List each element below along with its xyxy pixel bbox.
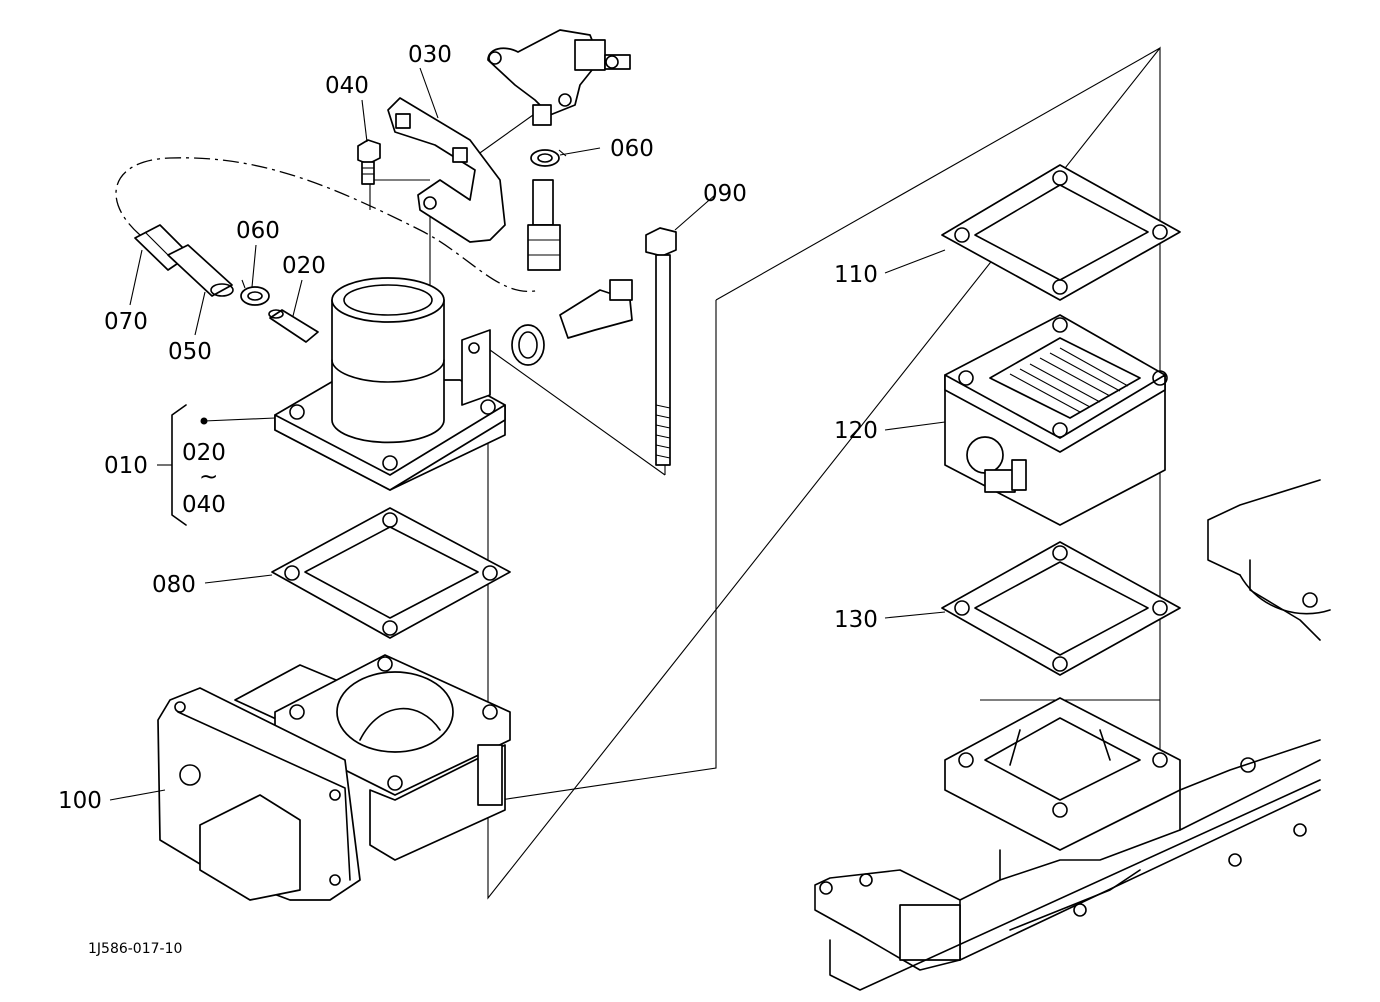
- throttle-body-010[interactable]: [274, 277, 506, 491]
- drawing-code: 1J586-017-10: [88, 941, 182, 957]
- label-040-group: 040: [182, 492, 226, 518]
- label-020-group: 020: [182, 440, 226, 466]
- wire-route-line: [115, 157, 541, 293]
- label-060-right: 060: [610, 136, 654, 162]
- pipe-020[interactable]: [268, 309, 319, 343]
- hose-050[interactable]: [167, 244, 234, 297]
- clamp-060-lower[interactable]: [240, 279, 270, 306]
- label-070: 070: [104, 309, 148, 335]
- gasket-080[interactable]: [271, 507, 511, 639]
- intake-manifold: [814, 479, 1331, 991]
- sensor-connector[interactable]: [487, 29, 631, 271]
- label-090: 090: [703, 181, 747, 207]
- bracket-030[interactable]: [387, 97, 506, 243]
- label-100: 100: [58, 788, 102, 814]
- label-010: 010: [104, 453, 148, 479]
- intake-heater-120[interactable]: [944, 314, 1168, 526]
- label-030: 030: [408, 42, 452, 68]
- gasket-110[interactable]: [941, 164, 1181, 301]
- label-080: 080: [152, 572, 196, 598]
- throttle-actuator-100[interactable]: [157, 654, 511, 901]
- label-020-top: 020: [282, 253, 326, 279]
- label-120: 120: [834, 418, 878, 444]
- label-060-left: 060: [236, 218, 280, 244]
- label-040-top: 040: [325, 73, 369, 99]
- label-130: 130: [834, 607, 878, 633]
- long-bolt-090[interactable]: [645, 227, 677, 466]
- part-labels: 030 040 060 090 060 020 070 050 020 ~ 01…: [58, 42, 878, 957]
- temperature-sensor[interactable]: [559, 279, 633, 339]
- bolt-040[interactable]: [357, 139, 381, 185]
- label-110: 110: [834, 262, 878, 288]
- gasket-130[interactable]: [941, 541, 1181, 676]
- o-ring[interactable]: [511, 324, 545, 366]
- label-050: 050: [168, 339, 212, 365]
- clamp-060-upper[interactable]: [530, 149, 567, 167]
- label-range-tilde: ~: [199, 464, 218, 490]
- leader-lines: [109, 67, 946, 801]
